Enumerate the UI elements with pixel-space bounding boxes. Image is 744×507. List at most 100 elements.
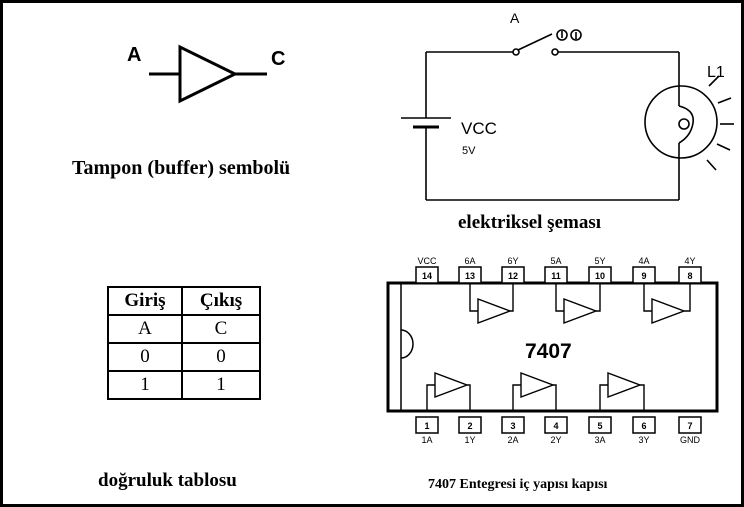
ic-pin-number: 14 (422, 271, 432, 281)
ic-pin-name: 6Y (507, 256, 518, 266)
ic-pin-box (415, 416, 439, 434)
buffer-gate (477, 297, 512, 325)
ic-pin-box (544, 416, 568, 434)
gate-wire (426, 384, 435, 411)
lamp-filament-loop (678, 118, 690, 130)
table-row: 1 1 (107, 370, 261, 400)
ic-pin-name: 3A (594, 435, 605, 445)
buffer-output-label: C (271, 48, 285, 70)
ic-pin-name: 5A (550, 256, 561, 266)
ic-pin-top: 14 VCC (415, 256, 439, 284)
voltage-label: 5V (462, 145, 476, 157)
ic-pin-name: 1A (421, 435, 432, 445)
ic-pin-name: 1Y (464, 435, 475, 445)
ic-pin-top: 12 6Y (501, 256, 525, 284)
ic-pin-bottom: 42Y (544, 416, 568, 445)
ic-pin-number: 4 (553, 421, 558, 431)
ic-caption: 7407 Entegresi iç yapısı kapısı (428, 477, 608, 492)
lamp-ray (716, 143, 731, 151)
circuit-caption: elektriksel şeması (458, 212, 602, 233)
gate-wire (596, 283, 601, 312)
figure-panel: A C A VCC 5V L1 (3, 3, 741, 504)
lamp-ray (708, 75, 720, 87)
ic-pin-number: 11 (551, 271, 561, 281)
gate-wire (640, 384, 645, 411)
switch-lever (517, 33, 553, 51)
ic-pin-top: 8 4Y (678, 256, 702, 284)
ic-pin-name: 2Y (550, 435, 561, 445)
buffer-gate (563, 297, 598, 325)
diagram-canvas: A C A VCC 5V L1 (127, 10, 734, 445)
ic-pin-name: 4A (638, 256, 649, 266)
switch-up-symbol (570, 29, 582, 41)
buffer-gate (520, 371, 555, 399)
table-row: A C (107, 314, 261, 344)
ic-part-number: 7407 (525, 340, 572, 363)
buffer-symbol (149, 44, 267, 104)
gate-wire (643, 283, 652, 312)
ic-pin-name: GND (680, 435, 701, 445)
ic-pin-box (678, 416, 702, 434)
ic-pin-top: 9 4A (632, 256, 656, 284)
truth-table-header: Çıkış (181, 286, 261, 316)
truth-table-header-row: Giriş Çıkış (107, 286, 261, 316)
switch-down-symbol (556, 29, 568, 41)
ic-pin-number: 5 (597, 421, 602, 431)
lamp-bulb (644, 85, 718, 159)
table-cell: C (181, 314, 261, 344)
ic-pin-number: 12 (508, 271, 518, 281)
ic-pin-number: 1 (424, 421, 429, 431)
truth-table: Giriş Çıkış A C 0 0 1 1 (107, 286, 261, 400)
truth-table-caption: doğruluk tablosu (98, 470, 237, 491)
table-row: 0 0 (107, 342, 261, 372)
ic-pin-number: 3 (510, 421, 515, 431)
buffer-gate (651, 297, 686, 325)
vcc-label: VCC (461, 119, 497, 138)
ic-pin-bottom: 53A (588, 416, 612, 445)
ic-pin-bottom: 11A (415, 416, 439, 445)
lamp-ray (706, 159, 717, 171)
ic-pin-bottom: 21Y (458, 416, 482, 445)
switch-contact-right (551, 48, 559, 56)
ic-pin-name: VCC (417, 256, 437, 266)
ic-pin-name: 2A (507, 435, 518, 445)
buffer-gate (607, 371, 642, 399)
gate-wire (469, 283, 478, 312)
buffer-triangle (178, 44, 239, 104)
buffer-input-label: A (127, 44, 141, 66)
buffer-gate (434, 371, 469, 399)
ic-pin-number: 2 (467, 421, 472, 431)
ic-pin-number: 6 (641, 421, 646, 431)
gate-wire (512, 384, 521, 411)
ic-pin-number: 9 (641, 271, 646, 281)
gate-wire (684, 283, 691, 312)
switch-label: A (510, 10, 520, 26)
ic-pin-number: 8 (687, 271, 692, 281)
gate-wire (599, 384, 608, 411)
table-cell: 0 (181, 342, 261, 372)
table-cell: 1 (181, 370, 261, 400)
lamp-label: L1 (707, 64, 725, 81)
circuit-diagram (401, 29, 734, 201)
ic-pin-name: 4Y (684, 256, 695, 266)
truth-table-header: Giriş (107, 286, 183, 316)
ic-pin-number: 13 (465, 271, 475, 281)
ic-pin-number: 10 (595, 271, 605, 281)
ic-pin-box (632, 416, 656, 434)
lamp-filament (678, 105, 695, 144)
gate-wire (467, 384, 471, 411)
ic-pin-box (415, 266, 439, 284)
lamp-ray (717, 97, 732, 104)
buffer-caption: Tampon (buffer) sembolü (72, 157, 291, 179)
ic-pin-box (501, 416, 525, 434)
ic-pin-box (458, 416, 482, 434)
ic-pins: 14VCC136A126Y115A105Y94A84Y11A21Y32A42Y5… (415, 256, 702, 445)
switch-contact-left (512, 48, 520, 56)
table-cell: 0 (107, 342, 183, 372)
ic-pin-number: 7 (687, 421, 692, 431)
ic-notch (400, 329, 414, 359)
ic-pin-box (588, 416, 612, 434)
